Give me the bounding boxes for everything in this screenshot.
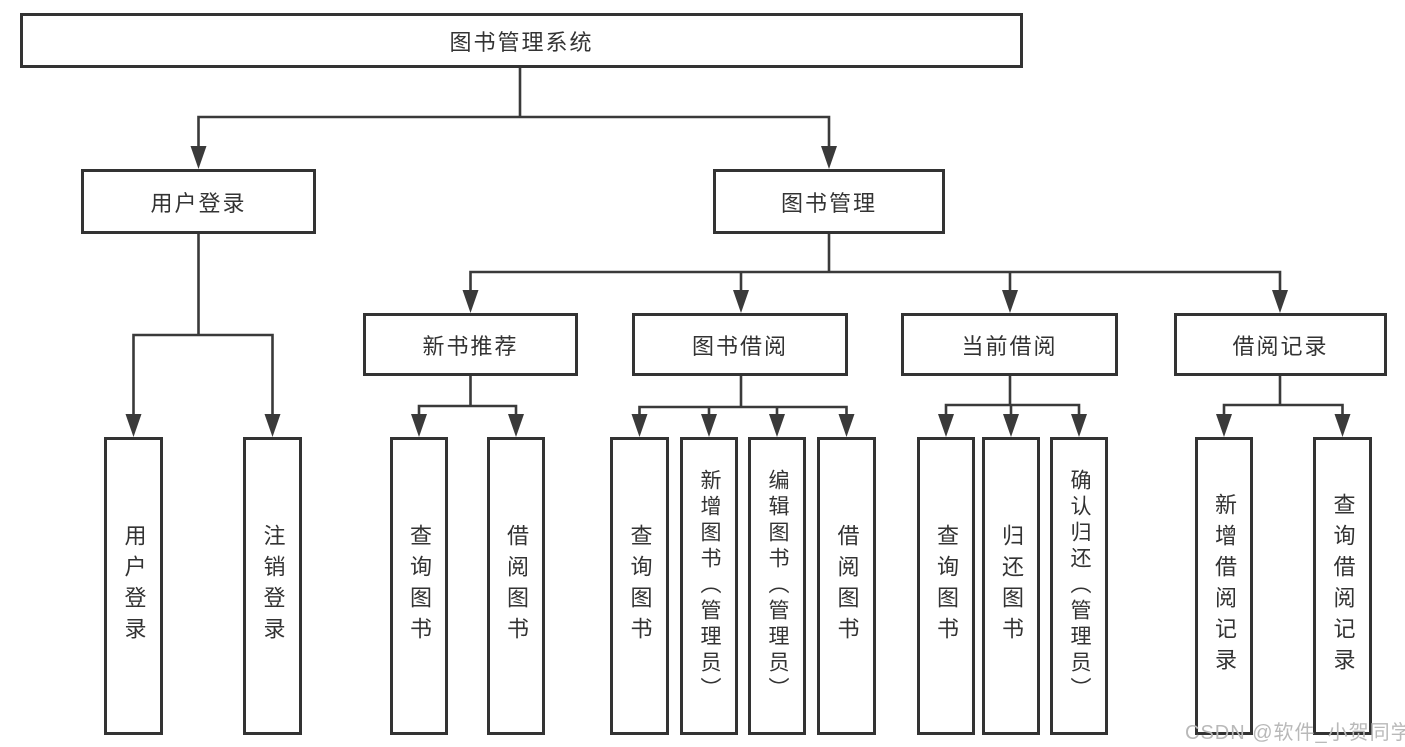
node-current-borrow-label: 当前借阅 [961, 333, 1058, 359]
leaf-logout-login: 注销登录 [243, 437, 302, 735]
leaf-query-book-borrow-label: 查询图书 [627, 524, 653, 648]
node-book-borrow: 图书借阅 [632, 313, 848, 376]
node-root-label: 图书管理系统 [449, 29, 594, 55]
node-book-borrow-label: 图书借阅 [691, 333, 788, 359]
leaf-query-book-current-label: 查询图书 [934, 524, 959, 648]
node-book-mgmt: 图书管理 [713, 169, 945, 234]
leaf-query-book-rec-label: 查询图书 [407, 524, 432, 648]
leaf-query-borrow-record: 查询借阅记录 [1313, 437, 1372, 735]
leaf-query-borrow-record-label: 查询借阅记录 [1330, 493, 1356, 679]
leaf-borrow-book-rec-label: 借阅图书 [504, 524, 529, 648]
node-new-book-rec: 新书推荐 [363, 313, 578, 376]
leaf-logout-login-label: 注销登录 [260, 524, 286, 648]
node-borrow-records: 借阅记录 [1174, 313, 1387, 376]
leaf-add-book-admin: 新增图书（管理员） [680, 437, 738, 735]
leaf-confirm-return-admin: 确认归还（管理员） [1050, 437, 1108, 735]
leaf-query-book-current: 查询图书 [917, 437, 975, 735]
leaf-query-book-borrow: 查询图书 [610, 437, 669, 735]
leaf-return-book: 归还图书 [982, 437, 1040, 735]
leaf-borrow-book-borrow: 借阅图书 [817, 437, 876, 735]
leaf-edit-book-admin: 编辑图书（管理员） [748, 437, 806, 735]
node-user-login-group: 用户登录 [81, 169, 316, 234]
leaf-confirm-return-admin-label: 确认归还（管理员） [1068, 469, 1091, 703]
leaf-user-login-label: 用户登录 [121, 524, 147, 648]
leaf-user-login: 用户登录 [104, 437, 163, 735]
leaf-return-book-label: 归还图书 [999, 524, 1024, 648]
leaf-add-borrow-record-label: 新增借阅记录 [1212, 493, 1237, 679]
leaf-add-book-admin-label: 新增图书（管理员） [698, 469, 721, 703]
leaf-borrow-book-borrow-label: 借阅图书 [834, 524, 860, 648]
node-current-borrow: 当前借阅 [901, 313, 1118, 376]
node-user-login-group-label: 用户登录 [150, 190, 247, 216]
leaf-edit-book-admin-label: 编辑图书（管理员） [766, 469, 789, 703]
leaf-add-borrow-record: 新增借阅记录 [1195, 437, 1253, 735]
node-book-mgmt-label: 图书管理 [780, 190, 877, 216]
node-root: 图书管理系统 [20, 13, 1023, 68]
leaf-query-book-rec: 查询图书 [390, 437, 448, 735]
leaf-borrow-book-rec: 借阅图书 [487, 437, 545, 735]
node-new-book-rec-label: 新书推荐 [422, 333, 519, 359]
node-borrow-records-label: 借阅记录 [1232, 333, 1329, 359]
csdn-watermark: CSDN @软件_小贺同学 [1185, 722, 1405, 744]
